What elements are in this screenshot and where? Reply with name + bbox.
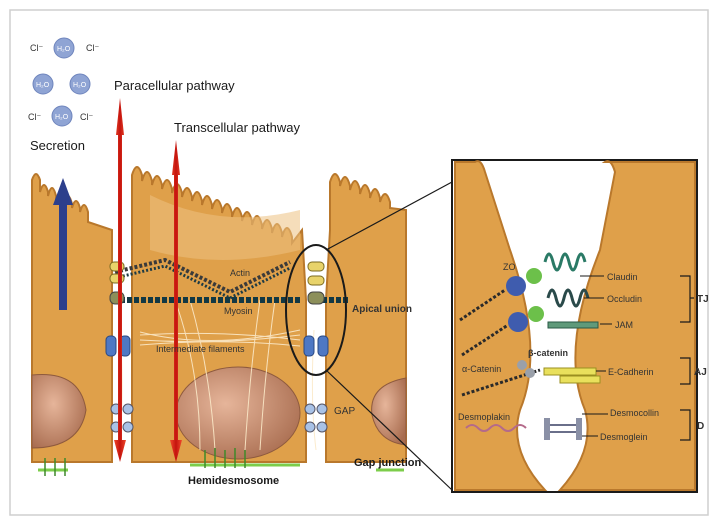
cl-ion-1: Cl⁻ bbox=[30, 43, 43, 53]
aj-label: AJ bbox=[694, 367, 707, 378]
intermediate-filaments-label: Intermediate filaments bbox=[156, 344, 245, 354]
zo-protein-upper bbox=[506, 276, 526, 296]
a-catenin-label: α-Catenin bbox=[462, 364, 501, 374]
desmocollin-label: Desmocollin bbox=[610, 408, 659, 418]
claudin-label: Claudin bbox=[607, 272, 638, 282]
jam-bar bbox=[548, 322, 598, 328]
gap-junction-label: Gap junction bbox=[354, 457, 422, 469]
zo-label: ZO bbox=[503, 262, 516, 272]
cl-ion-4: Cl⁻ bbox=[80, 112, 93, 122]
cl-ion-2: Cl⁻ bbox=[86, 43, 99, 53]
actin-label: Actin bbox=[230, 268, 250, 278]
green-node-upper bbox=[526, 268, 542, 284]
right-tight-junction bbox=[308, 262, 324, 304]
green-node-lower bbox=[528, 306, 544, 322]
h2o-ion-4: H₂O bbox=[55, 114, 69, 121]
e-cadherin-label: E-Cadherin bbox=[608, 367, 654, 377]
apical-union-label: Apical union bbox=[352, 304, 412, 315]
h2o-ion-3: H₂O bbox=[73, 82, 87, 89]
right-gap-junction bbox=[305, 404, 327, 432]
tj-label: TJ bbox=[697, 294, 709, 305]
occludin-label: Occludin bbox=[607, 294, 642, 304]
h2o-ion-1: H₂O bbox=[57, 46, 71, 53]
b-catenin-label: β-catenin bbox=[528, 348, 568, 358]
jam-label: JAM bbox=[615, 320, 633, 330]
zo-protein-lower bbox=[508, 312, 528, 332]
hemidesmosome-label: Hemidesmosome bbox=[188, 475, 279, 487]
h2o-ion-2: H₂O bbox=[36, 82, 50, 89]
cl-ion-3: Cl⁻ bbox=[28, 112, 41, 122]
desmoplakin-label: Desmoplakin bbox=[458, 412, 510, 422]
secretion-label: Secretion bbox=[30, 138, 85, 153]
desmoglein-label: Desmoglein bbox=[600, 432, 648, 442]
d-label: D bbox=[697, 421, 704, 432]
transcellular-label: Transcellular pathway bbox=[174, 120, 300, 135]
paracellular-label: Paracellular pathway bbox=[114, 78, 235, 93]
myosin-label: Myosin bbox=[224, 306, 253, 316]
gap-label: GAP bbox=[334, 406, 355, 417]
right-desmosome bbox=[304, 336, 328, 356]
